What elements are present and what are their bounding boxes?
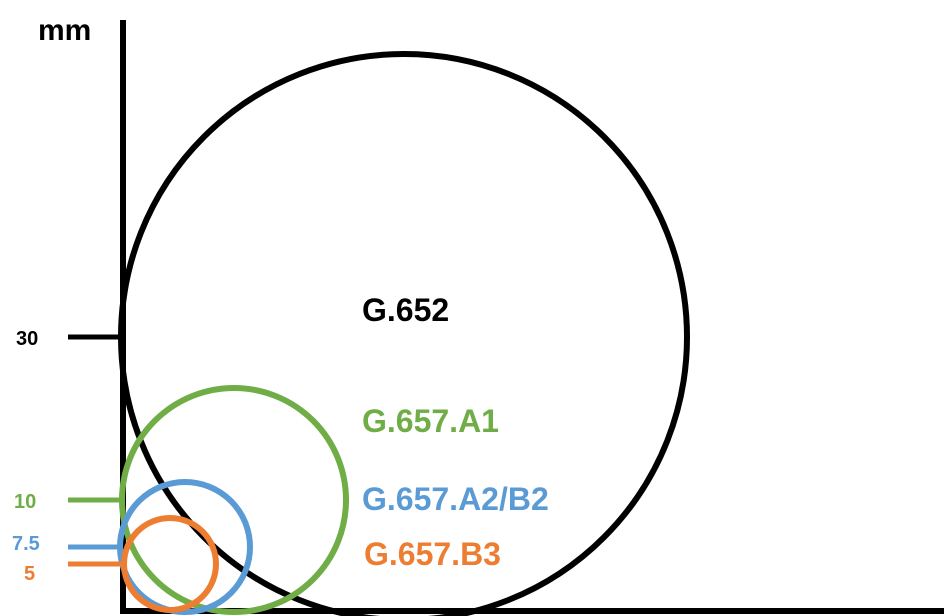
label-g657-b3: G.657.B3 — [364, 536, 501, 572]
tick-label-g657-a1: 10 — [14, 491, 36, 513]
circle-g657-b3 — [121, 515, 219, 613]
tick-label-g657-a2b2: 7.5 — [12, 533, 40, 555]
label-g652: G.652 — [362, 292, 449, 328]
label-g657-a1: G.657.A1 — [362, 403, 499, 439]
label-g657-a2b2: G.657.A2/B2 — [362, 481, 549, 517]
tick-label-g652: 30 — [16, 328, 38, 350]
circle-g657-a2b2 — [117, 479, 253, 615]
unit-label: mm — [38, 14, 91, 47]
tick-label-g657-b3: 5 — [24, 563, 35, 585]
